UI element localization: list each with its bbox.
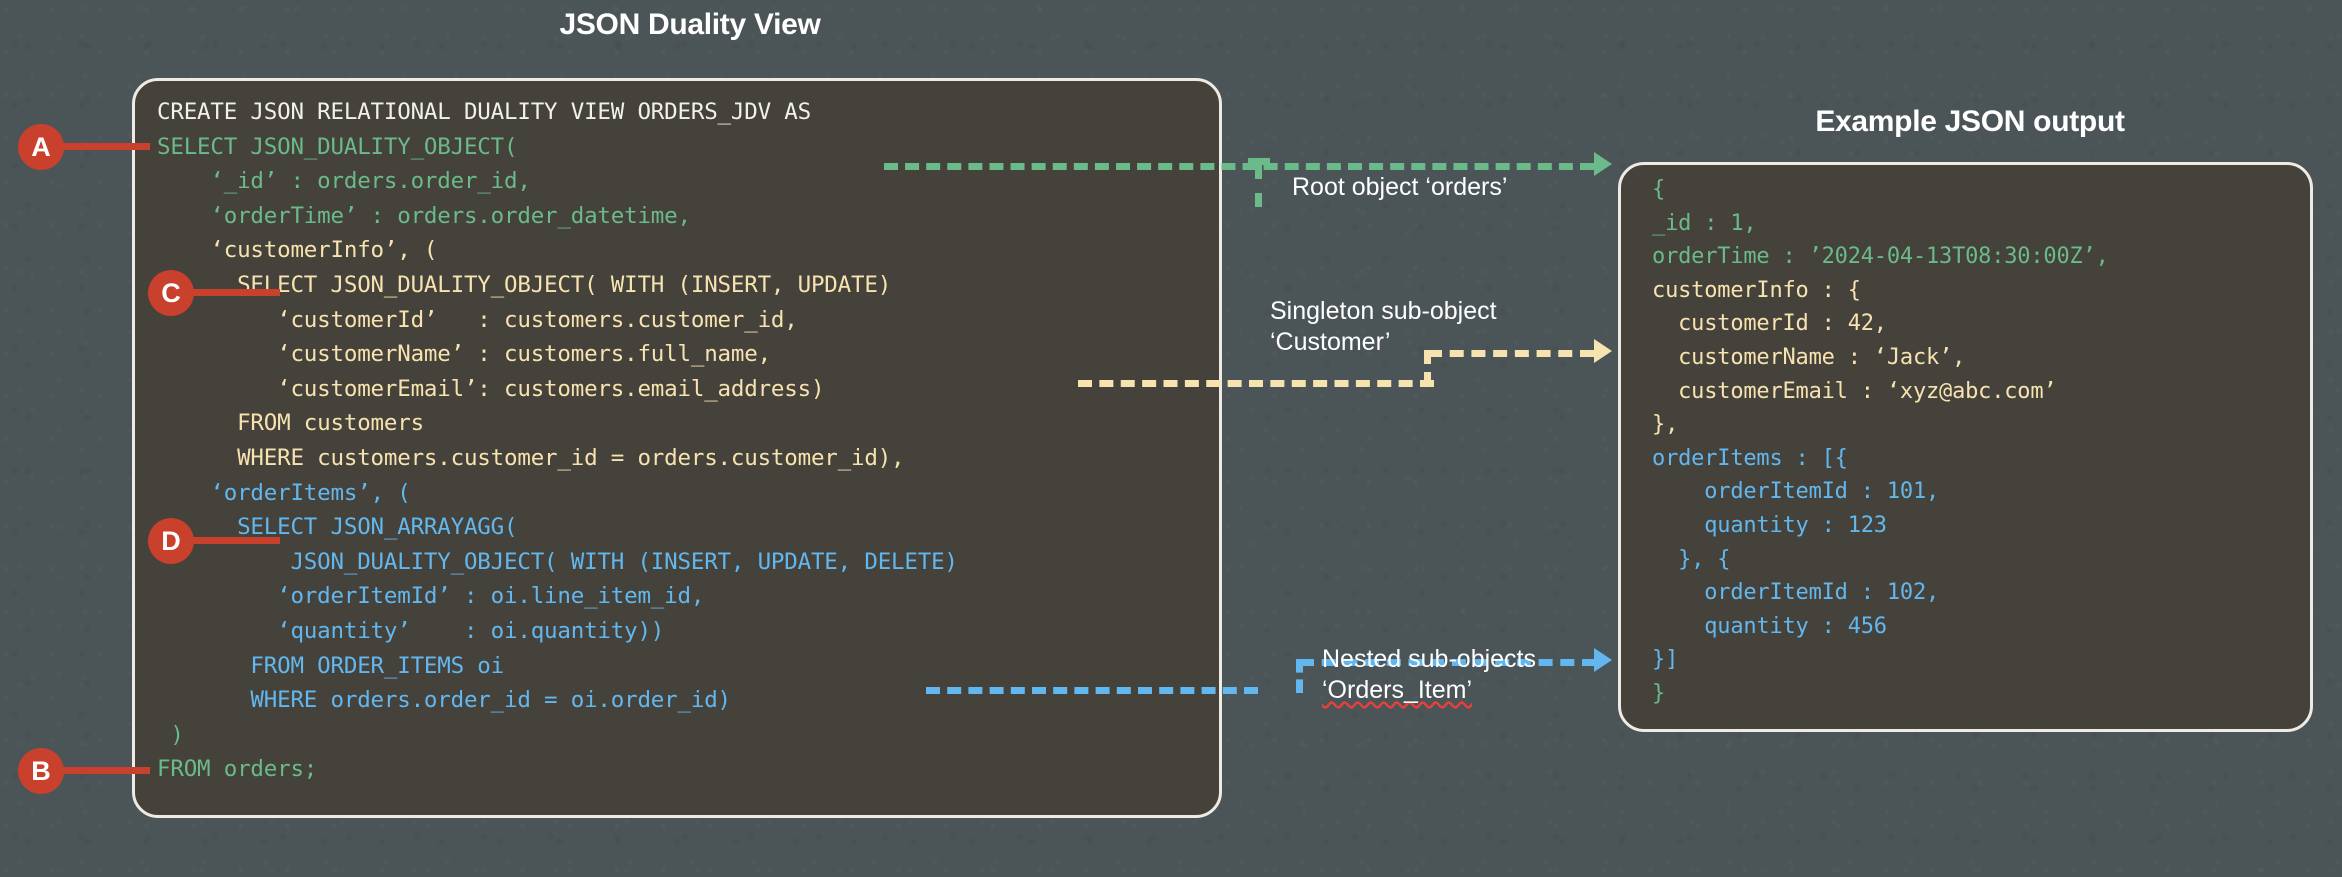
root-object-dashed-line xyxy=(884,163,1594,170)
singleton-dashed-stub xyxy=(1424,350,1431,386)
code-line: { xyxy=(1652,177,1666,202)
code-line: SELECT JSON_ARRAYAGG( xyxy=(237,514,518,541)
code-line: FROM customers xyxy=(237,410,424,437)
badge-c-connector xyxy=(188,289,280,296)
code-line: customerName : ‘Jack’, xyxy=(1678,344,1966,370)
code-line: ) xyxy=(170,721,184,748)
nested-arrowhead xyxy=(1594,648,1612,672)
sql-code-panel: CREATE JSON RELATIONAL DUALITY VIEW ORDE… xyxy=(132,78,1222,818)
code-line: ‘quantity’ : oi.quantity)) xyxy=(277,617,665,644)
code-line: WHERE orders.order_id = oi.order_id) xyxy=(250,687,731,714)
code-line: ‘customerName’ : customers.full_name, xyxy=(277,341,771,368)
code-line: customerEmail : ‘xyz@abc.com’ xyxy=(1678,378,2057,404)
code-line: FROM orders; xyxy=(157,756,318,783)
root-object-arrowhead xyxy=(1594,152,1612,176)
code-line: } xyxy=(1639,680,1666,706)
code-line: SELECT JSON_DUALITY_OBJECT( WITH (INSERT… xyxy=(237,271,892,298)
badge-d-connector xyxy=(188,537,280,544)
step-badge-c: C xyxy=(148,270,194,316)
singleton-callout-line1: Singleton sub-object xyxy=(1270,297,1497,325)
code-line: orderItems : [{ xyxy=(1652,445,1848,471)
code-line: ‘orderItemId’ : oi.line_item_id, xyxy=(277,583,705,610)
badge-a-connector xyxy=(58,143,150,150)
json-output-panel: { _id : 1, orderTime : ’2024-04-13T08:30… xyxy=(1618,162,2313,732)
code-line: CREATE JSON RELATIONAL DUALITY VIEW ORDE… xyxy=(157,99,811,125)
nested-dashed-line xyxy=(1300,659,1596,666)
code-line: orderTime : ’2024-04-13T08:30:00Z’, xyxy=(1652,244,2109,270)
code-line: JSON_DUALITY_OBJECT( WITH (INSERT, UPDAT… xyxy=(290,548,958,575)
nested-dashed-line-left xyxy=(926,687,1258,694)
singleton-dashed-line xyxy=(1428,350,1594,357)
code-line: orderItemId : 102, xyxy=(1704,580,1940,606)
badge-b-connector xyxy=(58,767,150,774)
code-line: ‘customerInfo’, ( xyxy=(210,237,438,264)
step-badge-b: B xyxy=(18,748,64,794)
singleton-arrowhead xyxy=(1594,339,1612,363)
left-panel-title: JSON Duality View xyxy=(559,8,821,41)
singleton-dashed-line-left xyxy=(1078,380,1434,387)
code-line: ‘orderItems’, ( xyxy=(210,479,411,506)
nested-callout-label: Nested sub-objects ‘Orders_Item’ xyxy=(1322,644,1536,706)
code-line: _id : 1, xyxy=(1652,210,1757,236)
json-code-block: { _id : 1, orderTime : ’2024-04-13T08:30… xyxy=(1639,173,2109,711)
code-line: customerId : 42, xyxy=(1678,311,1887,337)
code-line: }] xyxy=(1652,647,1679,673)
code-line: customerInfo : { xyxy=(1652,277,1861,303)
root-object-dashed-stub xyxy=(1255,165,1262,207)
nested-callout-line1: Nested sub-objects xyxy=(1322,645,1537,673)
code-line: ‘_id’ : orders.order_id, xyxy=(210,168,531,195)
singleton-callout-line2: ‘Customer’ xyxy=(1270,328,1391,356)
step-badge-a: A xyxy=(18,124,64,170)
code-line: ‘customerEmail’: customers.email_address… xyxy=(277,375,825,402)
code-line: ‘customerId’ : customers.customer_id, xyxy=(277,306,798,333)
code-line: quantity : 456 xyxy=(1704,613,1887,639)
nested-callout-line2: ‘Orders_Item’ xyxy=(1322,676,1473,704)
nested-dashed-stub xyxy=(1296,659,1303,693)
sql-code-block: CREATE JSON RELATIONAL DUALITY VIEW ORDE… xyxy=(157,95,958,787)
step-badge-d: D xyxy=(148,518,194,564)
root-object-dashed-tick xyxy=(1248,158,1270,165)
code-line: }, { xyxy=(1678,546,1731,572)
root-object-callout-label: Root object ‘orders’ xyxy=(1292,173,1508,201)
code-line: ‘orderTime’ : orders.order_datetime, xyxy=(210,202,691,229)
right-panel-title: Example JSON output xyxy=(1815,105,2125,138)
code-line: }, xyxy=(1652,412,1679,438)
code-line: WHERE customers.customer_id = orders.cus… xyxy=(237,444,905,471)
code-line: SELECT JSON_DUALITY_OBJECT( xyxy=(157,133,518,160)
code-line: FROM ORDER_ITEMS oi xyxy=(250,652,504,679)
code-line: quantity : 123 xyxy=(1704,512,1887,538)
code-line: orderItemId : 101, xyxy=(1704,479,1940,505)
singleton-callout-label: Singleton sub-object ‘Customer’ xyxy=(1270,296,1497,358)
